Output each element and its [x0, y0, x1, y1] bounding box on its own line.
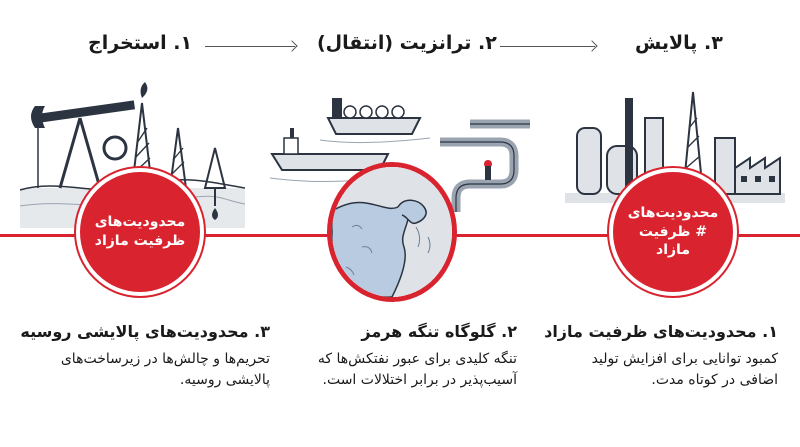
caption-spare-capacity: ۱. محدودیت‌های ظرفیت مازاد کمبود توانایی… — [544, 322, 778, 391]
caption-title: ۲. گلوگاه تنگه هرمز — [361, 322, 517, 341]
caption-body: کمبود توانایی برای افزایش تولید اضافی در… — [591, 351, 778, 388]
caption-title: ۱. محدودیت‌های ظرفیت مازاد — [544, 322, 778, 341]
caption-hormuz: ۲. گلوگاه تنگه هرمز تنگه کلیدی برای عبور… — [297, 322, 517, 391]
caption-body: تنگه کلیدی برای عبور نفتکش‌ها که آسیب‌پذ… — [317, 351, 517, 388]
strait-of-hormuz-map — [332, 167, 452, 297]
stage-title-transit: ۲. ترانزیت (انتقال) — [317, 32, 497, 54]
map-icon — [332, 167, 452, 297]
stage-title-refining: ۳. پالایش — [635, 32, 723, 54]
caption-russia-refining: ۳. محدودیت‌های پالایشی روسیه تحریم‌ها و … — [20, 322, 270, 391]
stage-title-extraction: ۱. استخراج — [88, 32, 193, 54]
arrow-right-icon — [500, 46, 595, 47]
caption-title: ۳. محدودیت‌های پالایشی روسیه — [20, 322, 270, 341]
caption-body: تحریم‌ها و چالش‌ها در زیرساخت‌های پالایش… — [60, 351, 270, 388]
tanker-transit-scene-icon — [270, 98, 530, 212]
badge-text: محدودیت‌های ظرفیت مازاد — [94, 214, 186, 249]
badge-spare-capacity-right: محدودیت‌های # ظرفیت مازاد — [613, 172, 733, 292]
badge-text: محدودیت‌های # ظرفیت مازاد — [627, 204, 719, 259]
arrow-right-icon — [205, 46, 295, 47]
badge-spare-capacity-left: محدودیت‌های ظرفیت مازاد — [80, 172, 200, 292]
